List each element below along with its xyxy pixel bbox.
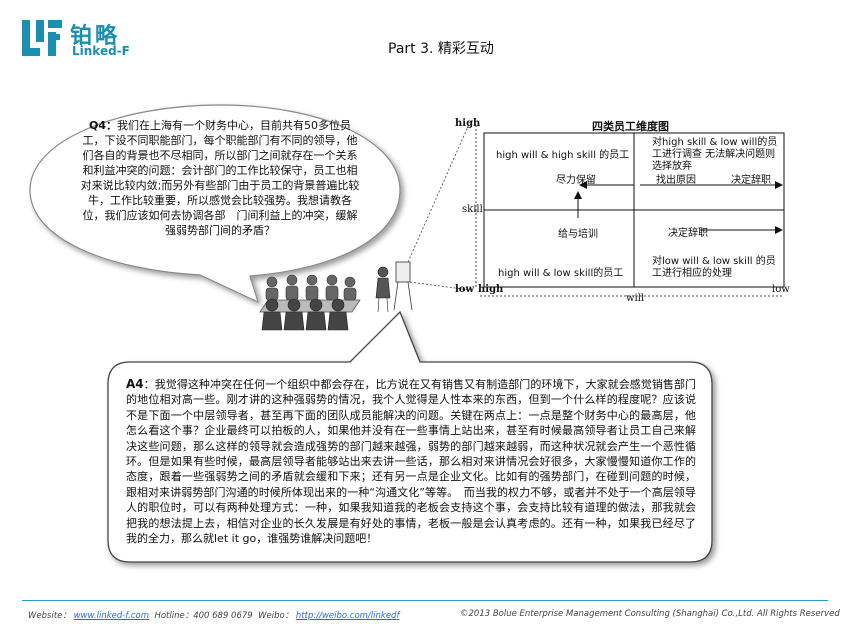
footer-copyright: ©2013 Bolue Enterprise Management Consul… <box>460 609 840 619</box>
diagram-arrows <box>574 181 783 234</box>
question-bubble <box>29 104 401 304</box>
question-text: Q4：我们在上海有一个财务中心，目前共有50多位员工，下设不同职能部门，每个职能… <box>80 118 360 238</box>
answer-text: A4：我觉得这种冲突在任何一个组织中都会存在，比方说在又有销售又有制造部门的环境… <box>126 377 696 546</box>
y-axis-high-label: high <box>455 118 481 129</box>
answer-label: A4 <box>126 377 144 391</box>
action-resign-top-label: 决定辞职 <box>731 175 771 186</box>
quadrant-bottom-left-text: high will & low skill的员工 <box>498 268 624 279</box>
logo-mark-icon <box>22 20 62 56</box>
footer-hotline: Hotline：400 689 0679 <box>154 611 253 621</box>
footer-website-label: Website： <box>28 611 71 621</box>
footer-contact: Website： www.linked-f.com Hotline：400 68… <box>28 609 399 621</box>
x-axis-low-label: low <box>772 284 790 295</box>
question-label: Q4： <box>88 119 117 132</box>
page-title: Part 3. 精彩互动 <box>388 41 494 57</box>
answer-body: ：我觉得这种冲突在任何一个组织中都会存在，比方说在又有销售又有制造部门的环境下，… <box>126 378 696 546</box>
action-resign-bottom-label: 决定辞职 <box>668 228 708 239</box>
action-find-reason-label: 找出原因 <box>656 175 696 186</box>
x-axis-high-label: high <box>478 284 504 295</box>
footer-website-link[interactable]: www.linked-f.com <box>73 611 150 621</box>
zoom-lines <box>407 121 471 291</box>
quadrant-top-right-text: 对high skill & low will的员工进行调查 无法解决问题则选择放… <box>652 137 778 172</box>
logo-chinese-text: 铂略 <box>70 24 121 49</box>
action-train-label: 给与培训 <box>558 229 598 240</box>
y-axis-label: skill <box>462 204 483 215</box>
footer-weibo-label: Weibo： <box>258 611 294 621</box>
dimension-diagram-frame <box>475 125 785 297</box>
question-body: 我们在上海有一个财务中心，目前共有50多位员工，下设不同职能部门，每个职能部门有… <box>80 119 360 237</box>
quadrant-top-left-text: high will & high skill 的员工 <box>496 150 630 161</box>
x-axis-label: will <box>626 293 645 304</box>
company-logo: 铂略 Linked-F <box>22 18 162 60</box>
footer-weibo-link[interactable]: http://weibo.com/linkedf <box>295 611 400 621</box>
action-keep-label: 尽力保留 <box>556 175 596 186</box>
y-axis-low-label: low <box>455 284 475 295</box>
answer-bubble <box>107 310 713 563</box>
diagram-title: 四类员工维度图 <box>592 120 669 133</box>
footer-divider <box>22 600 828 601</box>
logo-english-text: Linked-F <box>72 44 130 58</box>
meeting-illustration <box>259 261 413 331</box>
quadrant-bottom-right-text: 对low will & low skill 的员工进行相应的处理 <box>652 256 776 279</box>
